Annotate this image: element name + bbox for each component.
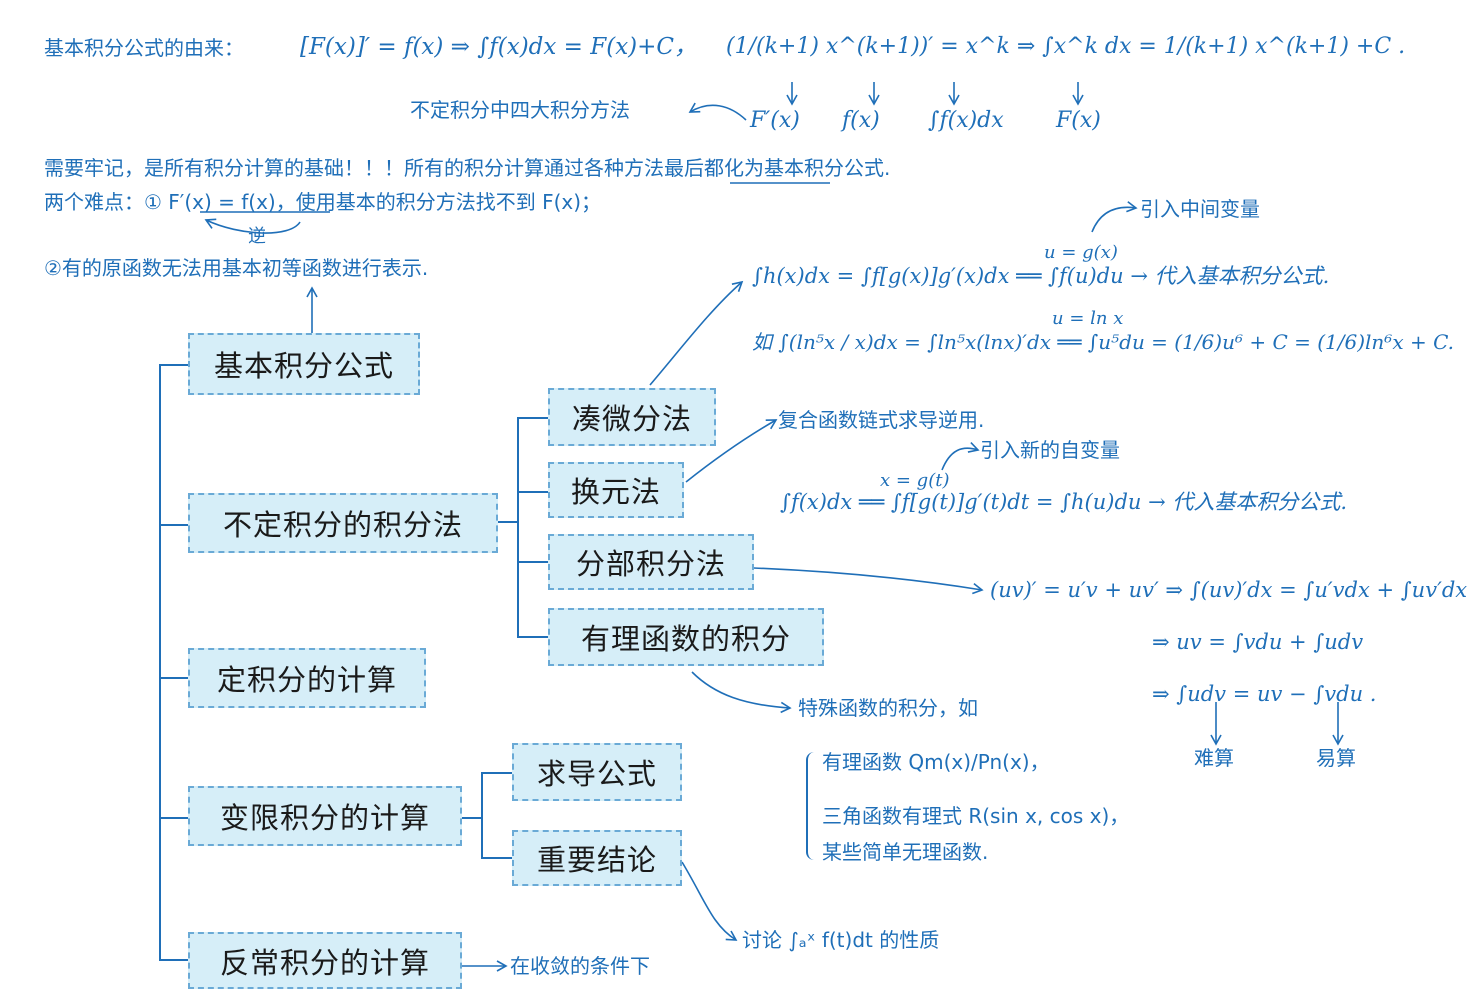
chain-rule-note: 复合函数链式求导逆用. bbox=[778, 408, 985, 432]
four-methods-note: 不定积分中四大积分方法 bbox=[410, 98, 630, 122]
coupling-formula-1: ∫h(x)dx = ∫f[g(x)]g′(x)dx ══ ∫f(u)du → 代… bbox=[752, 264, 1330, 288]
power-formula: (1/(k+1) x^(k+1))′ = x^k ⇒ ∫x^k dx = 1/(… bbox=[726, 34, 1406, 59]
coupling-formula-2: 如 ∫(ln⁵x / x)dx = ∫ln⁵x(lnx)′dx ══ ∫u⁵du… bbox=[752, 330, 1455, 354]
under-function: f(x) bbox=[842, 108, 880, 133]
rational-item-1: 有理函数 Qm(x)/Pn(x)， bbox=[822, 750, 1050, 774]
box-definite-calc: 定积分的计算 bbox=[188, 648, 426, 708]
under-integral: ∫f(x)dx bbox=[928, 108, 1004, 133]
by-parts-line-2: ⇒ uv = ∫vdu + ∫udv bbox=[1152, 630, 1364, 654]
by-parts-line-1: (uv)′ = u′v + uv′ ⇒ ∫(uv)′dx = ∫u′vdx + … bbox=[990, 578, 1468, 602]
rational-item-2: 三角函数有理式 R(sin x, cos x)， bbox=[822, 804, 1130, 828]
box-basic-formula: 基本积分公式 bbox=[188, 333, 420, 395]
box-improper-calc: 反常积分的计算 bbox=[188, 932, 462, 989]
box-rational: 有理函数的积分 bbox=[548, 608, 824, 666]
box-indefinite-methods: 不定积分的积分法 bbox=[188, 493, 498, 553]
rational-item-3: 某些简单无理函数. bbox=[822, 840, 989, 864]
coupling-sub-label-1: u = g(x) bbox=[1044, 242, 1118, 263]
hard-label: 难算 bbox=[1194, 746, 1234, 770]
substitution-sub-label: x = g(t) bbox=[880, 470, 950, 491]
box-derivative-formula: 求导公式 bbox=[512, 743, 682, 801]
box-coupling: 凑微分法 bbox=[548, 388, 716, 446]
special-functions-note: 特殊函数的积分，如 bbox=[798, 696, 978, 720]
under-antiderivative: F(x) bbox=[1056, 108, 1101, 133]
brace bbox=[806, 752, 818, 860]
origin-label: 基本积分公式的由来： bbox=[44, 36, 244, 60]
origin-formula: [F(x)]′ = f(x) ⇒ ∫f(x)dx = F(x)+C， bbox=[300, 34, 698, 60]
intermediate-variable-note: 引入中间变量 bbox=[1140, 197, 1260, 221]
box-important-results: 重要结论 bbox=[512, 830, 682, 886]
coupling-sub-label-2: u = ln x bbox=[1052, 308, 1124, 329]
difficulty-note-2: ②有的原函数无法用基本初等函数进行表示. bbox=[44, 256, 429, 280]
convergence-note: 在收敛的条件下 bbox=[510, 954, 650, 978]
new-variable-note: 引入新的自变量 bbox=[980, 438, 1120, 462]
discuss-note: 讨论 ∫ₐˣ f(t)dt 的性质 bbox=[742, 928, 940, 952]
foundation-note: 需要牢记，是所有积分计算的基础！！！所有的积分计算通过各种方法最后都化为基本积分… bbox=[44, 156, 891, 180]
box-variable-limit-calc: 变限积分的计算 bbox=[188, 786, 462, 846]
inverse-label: 逆 bbox=[248, 226, 266, 247]
under-derivative: F′(x) bbox=[750, 108, 800, 133]
box-substitution: 换元法 bbox=[548, 462, 684, 518]
by-parts-line-3: ⇒ ∫udv = uv − ∫vdu . bbox=[1152, 682, 1377, 706]
difficulty-note: 两个难点：① F′(x) = f(x)，使用基本的积分方法找不到 F(x)； bbox=[44, 190, 602, 214]
substitution-formula: ∫f(x)dx ══ ∫f[g(t)]g′(t)dt = ∫h(u)du → 代… bbox=[780, 490, 1348, 514]
easy-label: 易算 bbox=[1316, 746, 1356, 770]
box-by-parts: 分部积分法 bbox=[548, 534, 754, 590]
